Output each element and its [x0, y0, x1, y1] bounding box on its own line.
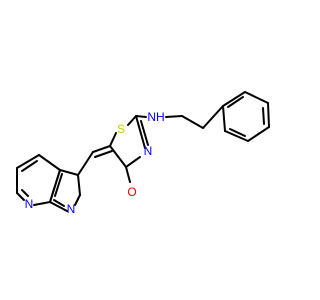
bond	[222, 91, 246, 107]
bond	[222, 105, 226, 132]
bond	[16, 192, 25, 201]
bond	[229, 128, 246, 137]
bond	[262, 107, 265, 125]
bond	[135, 115, 147, 118]
bond	[135, 115, 146, 149]
pyrrole-nitrogen-label: N	[67, 202, 76, 216]
bond	[109, 132, 117, 147]
bond	[21, 189, 29, 197]
bond	[227, 96, 244, 108]
bond	[16, 154, 40, 169]
bond	[224, 130, 249, 142]
bond	[54, 173, 63, 197]
bond	[267, 102, 270, 128]
bond	[181, 115, 204, 129]
bond	[202, 105, 224, 129]
bond	[53, 199, 65, 207]
thiazole-sulfur-label: S	[117, 122, 125, 136]
nh-label: NH	[147, 110, 164, 124]
bond	[244, 91, 269, 104]
bond	[74, 194, 81, 206]
bond-layer	[16, 91, 270, 212]
bond	[125, 156, 141, 168]
bond	[21, 160, 38, 172]
bond	[33, 201, 51, 206]
thiazole-nitrogen-label: N	[144, 144, 153, 158]
oxygen-label: O	[127, 185, 136, 199]
molecule-diagram: NH S N O N N	[16, 91, 270, 216]
bond	[247, 126, 270, 142]
bond	[127, 115, 137, 126]
bond	[140, 120, 149, 146]
bond	[49, 201, 68, 212]
bond	[38, 154, 61, 171]
pyridine-nitrogen-label: N	[25, 197, 34, 211]
bond	[125, 166, 131, 183]
atom-label-layer: NH S N O N N	[25, 110, 165, 216]
bond	[49, 169, 61, 203]
bond	[109, 145, 127, 168]
bond	[77, 174, 81, 196]
bond	[92, 145, 111, 153]
bond	[77, 151, 94, 176]
bond	[165, 115, 183, 118]
bond	[94, 150, 113, 158]
bond	[59, 169, 79, 176]
